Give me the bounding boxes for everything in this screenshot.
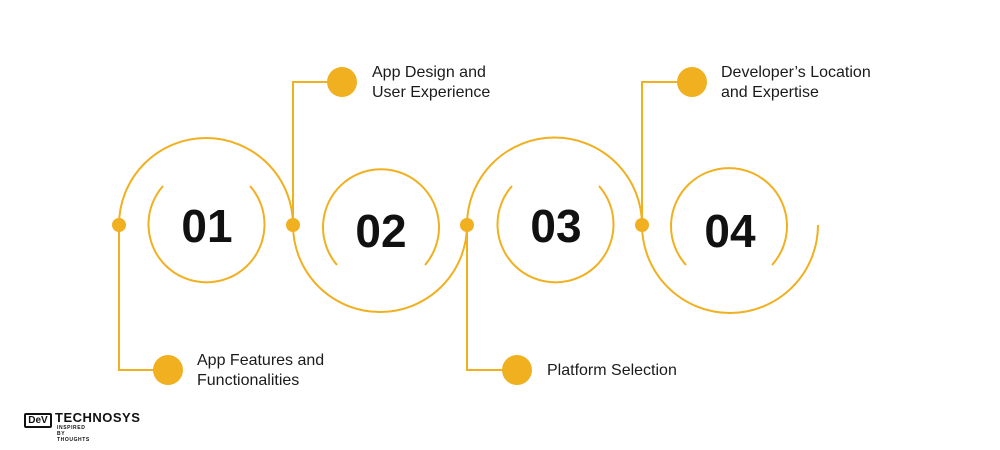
step-2-connector (292, 81, 342, 225)
step-3-title-line-1: Platform Selection (547, 362, 677, 379)
step-2-title-line-1: App Design and (372, 64, 486, 81)
step-4-title: Developer’s Location and Expertise (721, 63, 871, 103)
step-3-title: Platform Selection (547, 361, 677, 381)
step-2-number: 02 (355, 205, 406, 257)
step-1-title: App Features and Functionalities (197, 351, 324, 391)
step-2-outer-arc (292, 224, 468, 313)
step-3-connector (466, 225, 517, 371)
step-2-junction-dot (286, 218, 300, 232)
step-1-number: 01 (181, 200, 232, 252)
step-1-connector (118, 225, 168, 371)
step-3-junction-dot (460, 218, 474, 232)
step-1-junction-dot (112, 218, 126, 232)
step-4-number: 04 (704, 205, 756, 257)
step-4-title-line-2: and Expertise (721, 84, 819, 101)
step-4-connector (641, 81, 692, 225)
step-3-label-dot (502, 355, 532, 385)
step-1-label-dot (153, 355, 183, 385)
step-2-title-line-2: User Experience (372, 84, 491, 101)
step-4-outer-arc (641, 224, 819, 314)
step-4-label-dot (677, 67, 707, 97)
brand-wordmark: TECHNOSYS (55, 410, 141, 425)
brand-tagline: INSPIRED BY THOUGHTS (57, 425, 90, 443)
step-3-outer-arc (466, 136, 643, 226)
step-1-title-line-2: Functionalities (197, 372, 300, 389)
brand-badge: DeV (24, 413, 52, 428)
step-3-inner-arc (496, 185, 615, 284)
step-2-title: App Design and User Experience (372, 63, 490, 103)
step-1-inner-arc (147, 185, 266, 284)
step-4-junction-dot (635, 218, 649, 232)
step-3-number: 03 (530, 200, 581, 252)
step-2-label-dot (327, 67, 357, 97)
step-2-inner-arc (322, 168, 440, 266)
step-1-title-line-1: App Features and (197, 352, 325, 369)
step-1-outer-arc (118, 137, 294, 226)
step-4-inner-arc (670, 167, 788, 266)
step-4-title-line-1: Developer’s Location (721, 64, 871, 81)
